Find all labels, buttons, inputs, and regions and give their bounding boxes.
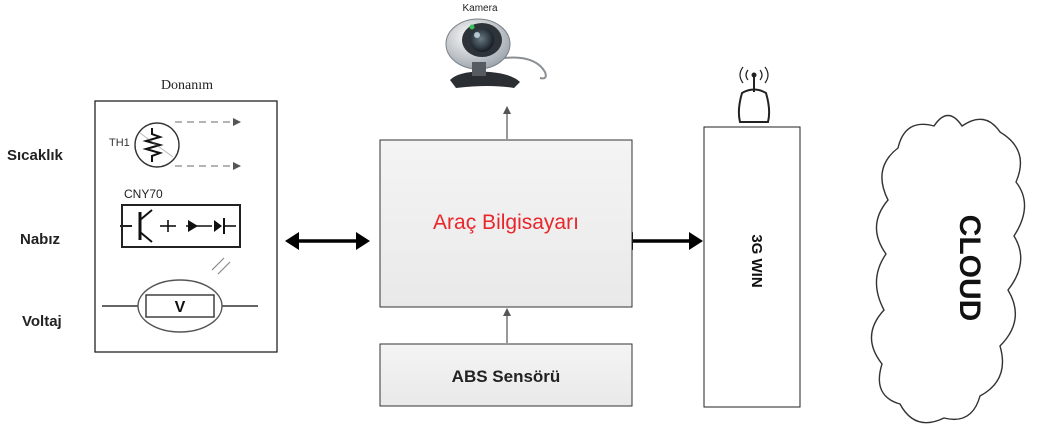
antenna-icon (737, 66, 771, 123)
webcam-icon (445, 18, 547, 88)
link-hardware-computer (285, 232, 370, 250)
camera-label: Kamera (462, 3, 497, 14)
optocoupler-icon (120, 204, 241, 248)
cloud-icon (870, 114, 1026, 424)
modem-label: 3G WIN (748, 234, 765, 287)
sensor-label-voltage: Voltaj (22, 313, 62, 330)
thermistor-icon (134, 118, 241, 170)
abs-sensor-label: ABS Sensörü (452, 367, 561, 386)
cloud-label: CLOUD (953, 215, 986, 322)
optocoupler-code: CNY70 (124, 187, 163, 201)
hardware-panel: Donanım Sıcaklık TH1 Nabız CNY70 (7, 78, 278, 353)
sensor-label-pulse: Nabız (20, 231, 60, 248)
vehicle-computer-label: Araç Bilgisayarı (433, 211, 579, 234)
voltmeter-symbol: V (175, 299, 186, 316)
vehicle-computer-box (379, 139, 633, 308)
modem-box (703, 126, 801, 408)
hardware-title: Donanım (161, 78, 213, 93)
sensor-label-temperature: Sıcaklık (7, 147, 64, 164)
voltmeter-icon (102, 257, 258, 333)
abs-sensor-box (379, 343, 633, 407)
thermistor-code: TH1 (109, 137, 130, 149)
